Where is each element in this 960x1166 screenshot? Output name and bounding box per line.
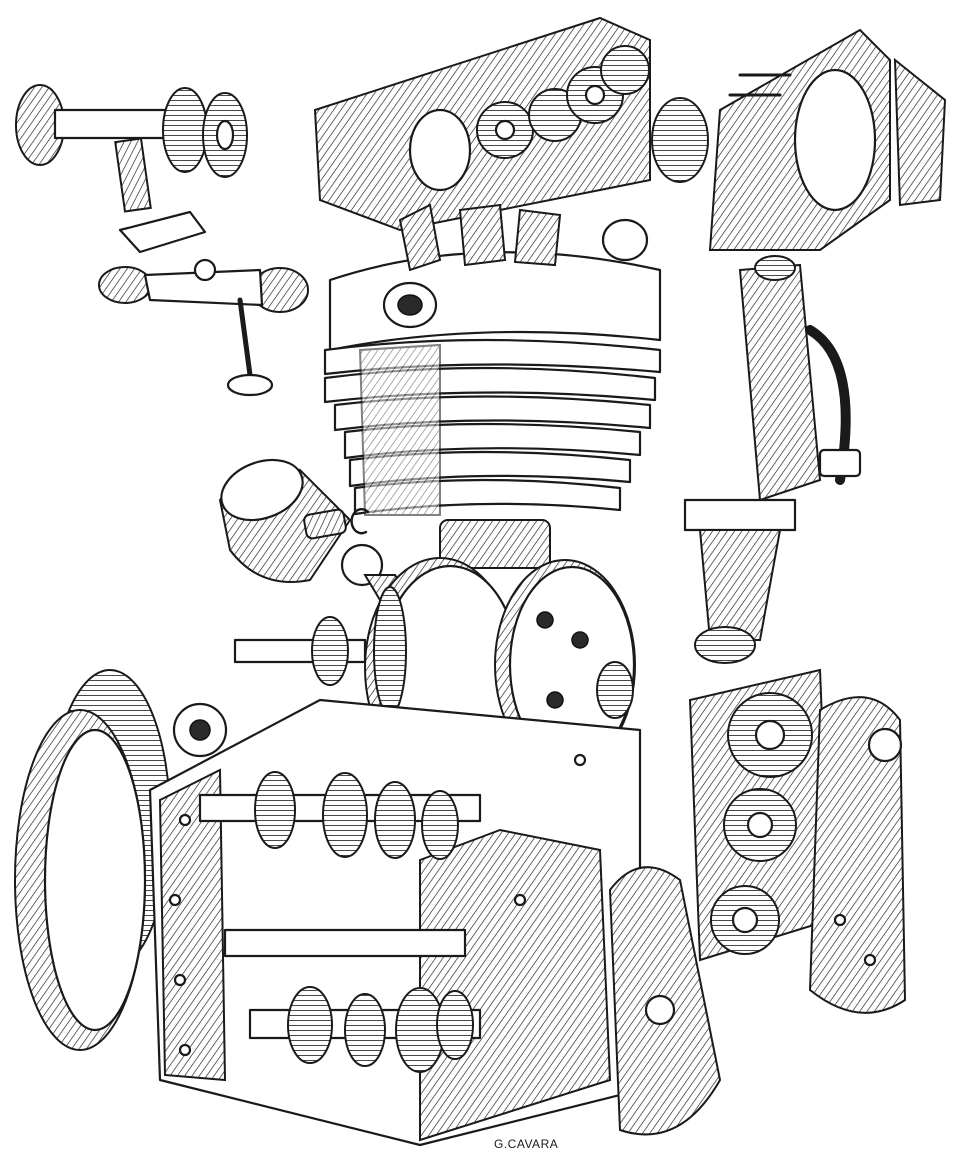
- crankshaft: [233, 586, 407, 716]
- timing-cover: [608, 866, 722, 1136]
- rocker-arm-assembly: [98, 258, 309, 313]
- vertical-drive-shaft: [683, 255, 862, 664]
- gearbox-shafts: [198, 771, 482, 1073]
- cylinder-barrel: [323, 338, 662, 569]
- cam-drive-shaft: [15, 84, 248, 254]
- artist-signature: G.CAVARA: [494, 1137, 559, 1151]
- crankcase: [148, 698, 642, 1147]
- piston: [218, 458, 352, 583]
- bevel-gear-cover: [651, 28, 947, 251]
- cylinder-head: [328, 203, 662, 352]
- clutch-assembly: [14, 669, 228, 1051]
- circlip: [350, 508, 370, 535]
- camshaft-housing: [313, 16, 651, 232]
- gudgeon-pin: [303, 508, 347, 540]
- outer-cover: [808, 696, 907, 1014]
- valve: [226, 297, 274, 397]
- timing-gears: [688, 668, 832, 962]
